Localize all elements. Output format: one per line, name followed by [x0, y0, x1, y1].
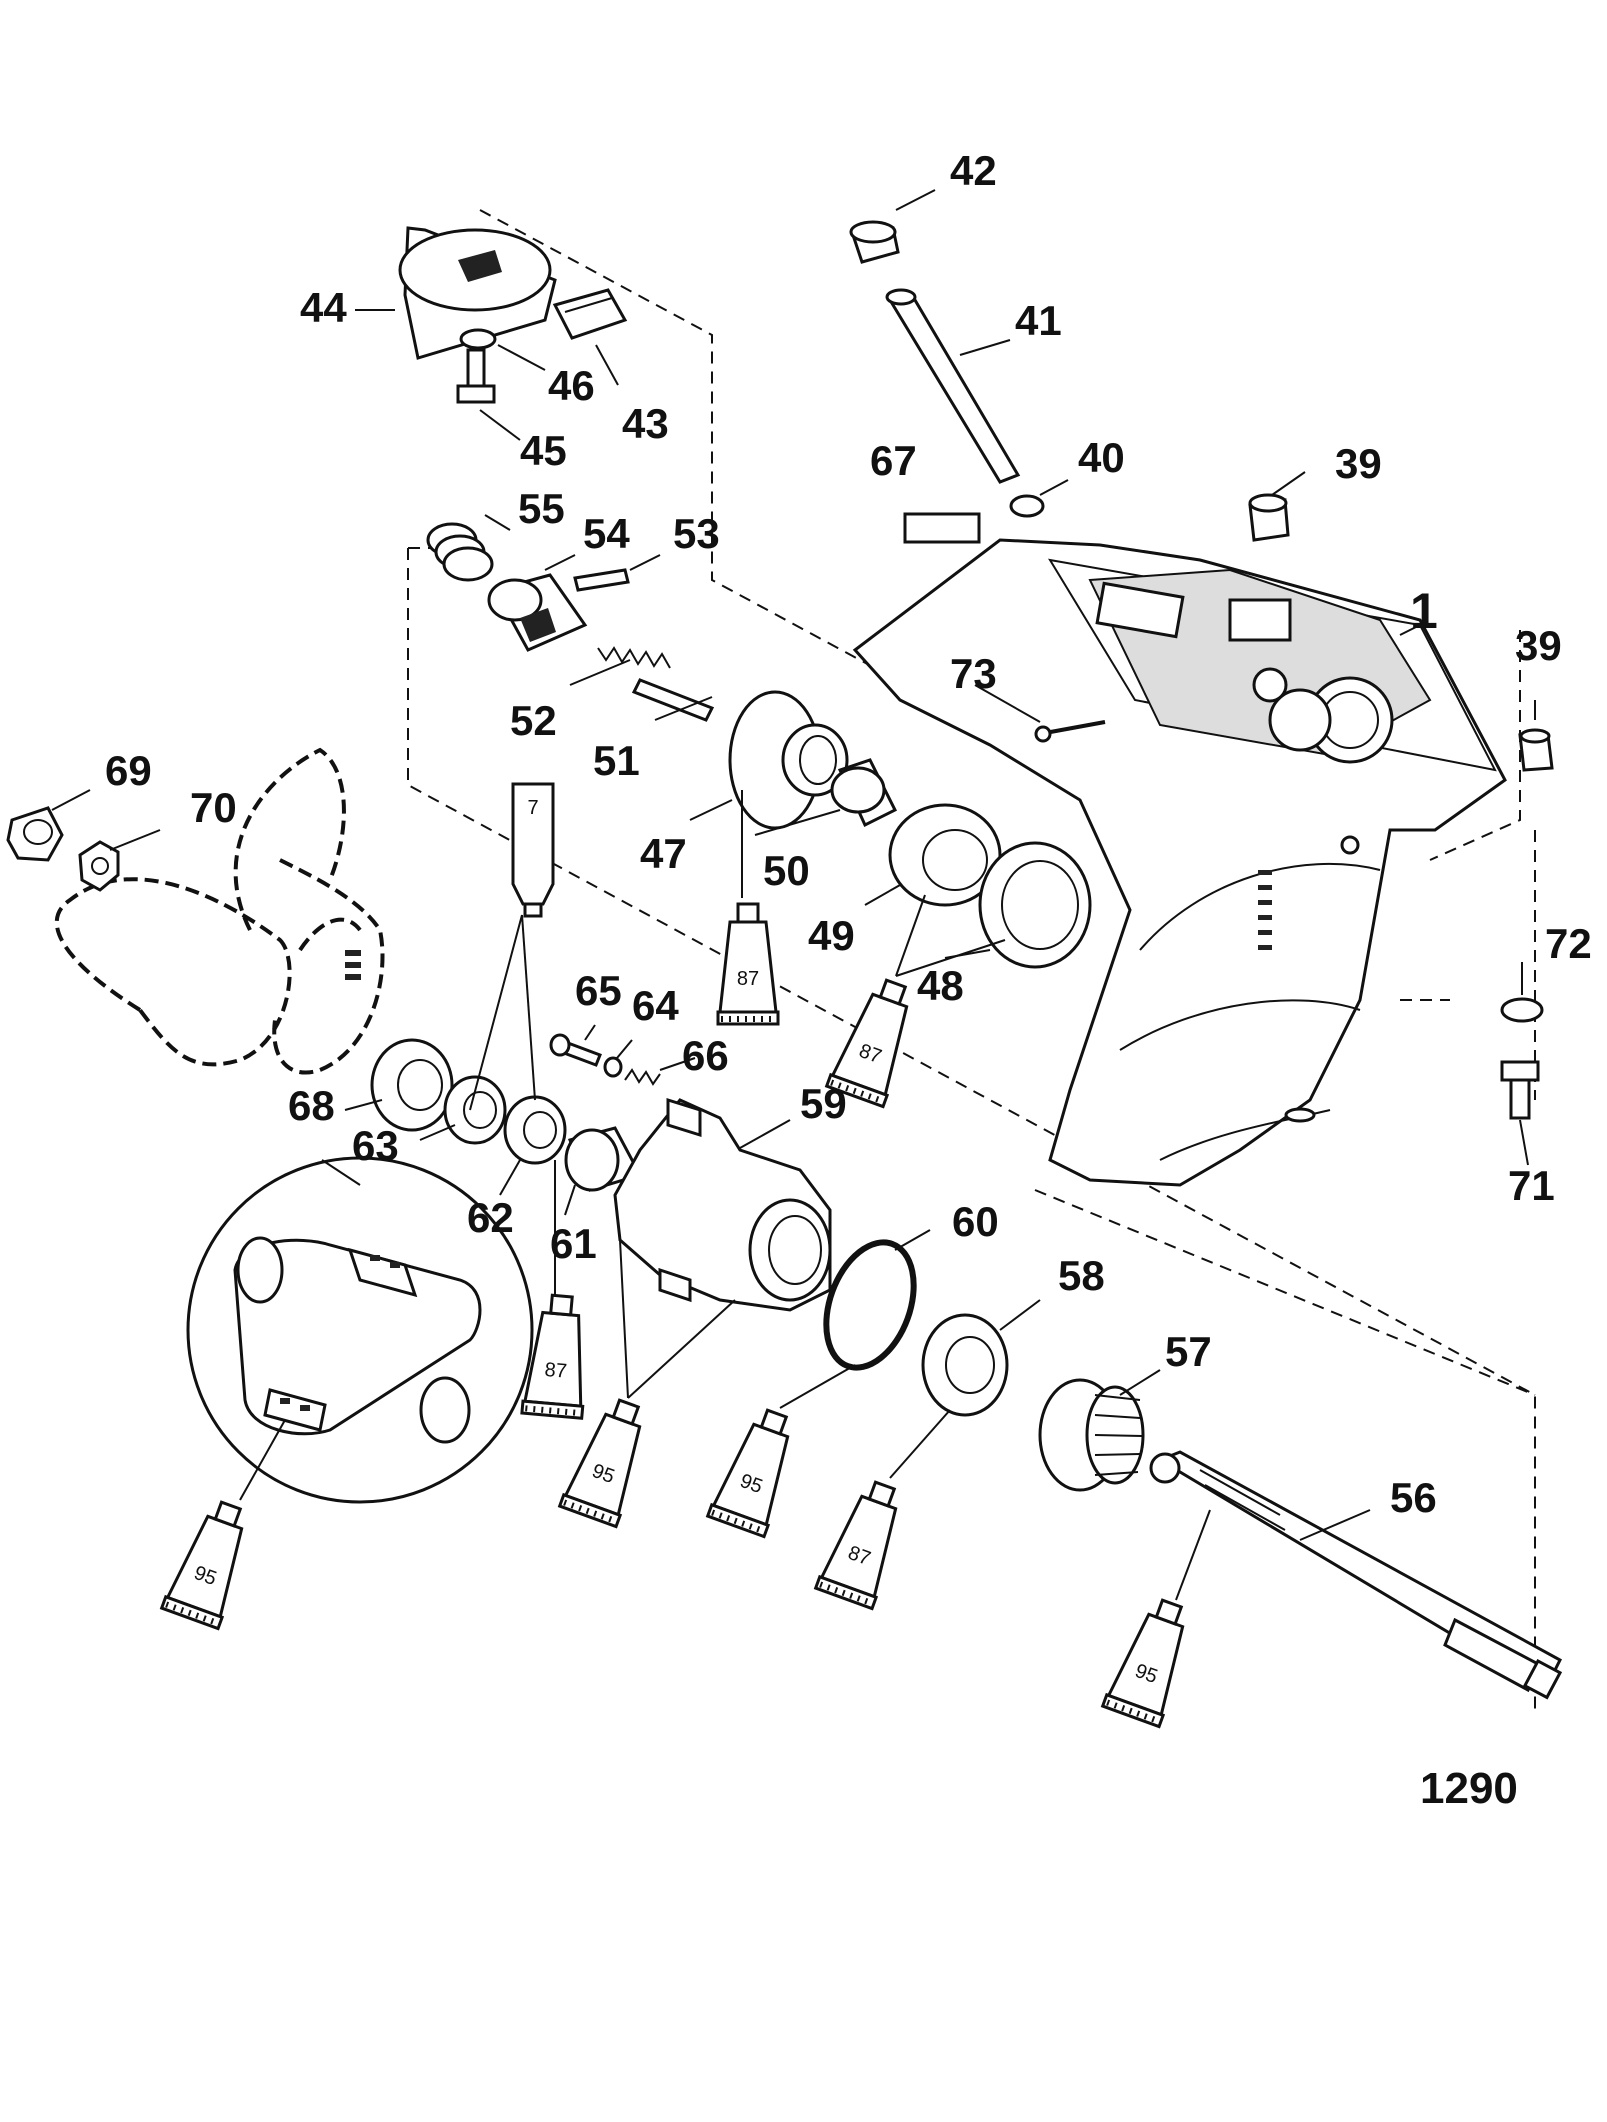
- gear-housing: [852, 538, 1507, 1187]
- callout-53: 53: [673, 510, 720, 557]
- callout-55: 55: [518, 485, 565, 532]
- propeller-outline: [54, 747, 385, 1075]
- nut-39-top: [1248, 493, 1290, 542]
- callout-73: 73: [950, 650, 997, 697]
- bearing-61: [564, 1126, 643, 1192]
- figure-number: 1290: [1420, 1764, 1518, 1813]
- callout-62: 62: [467, 1194, 514, 1241]
- callout-72: 72: [1545, 920, 1592, 967]
- ball-bearing-58: [921, 1313, 1009, 1417]
- tab-washer-70: [78, 840, 120, 892]
- lubricant-tube-7: 7: [511, 782, 555, 918]
- inset-detail-circle: [186, 1156, 534, 1504]
- spring-52: [597, 646, 671, 669]
- callout-50: 50: [763, 847, 810, 894]
- callout-39-top: 39: [1335, 440, 1382, 487]
- callout-40: 40: [1078, 434, 1125, 481]
- callout-57: 57: [1165, 1328, 1212, 1375]
- callout-60: 60: [952, 1198, 999, 1245]
- spring-55: [426, 522, 494, 582]
- lubricant-tube-95-c: 95: [160, 1493, 261, 1631]
- lubricant-tube-87-a: 87: [716, 902, 780, 1026]
- callout-71: 71: [1508, 1162, 1555, 1209]
- callout-52: 52: [510, 697, 557, 744]
- tube-label-87-a: 87: [737, 968, 759, 990]
- callout-64: 64: [632, 982, 679, 1029]
- callout-45: 45: [520, 427, 567, 474]
- reverse-gear-47: [728, 690, 849, 830]
- callout-58: 58: [1058, 1252, 1105, 1299]
- bearing-cone-49: [888, 803, 1002, 907]
- water-intake-slots: [1258, 870, 1272, 950]
- callout-54: 54: [583, 510, 630, 557]
- clutch-54: [487, 573, 588, 652]
- tube-label-7: 7: [527, 797, 538, 819]
- callout-44: 44: [300, 284, 347, 331]
- washer-64: [603, 1056, 623, 1078]
- callout-70: 70: [190, 784, 237, 831]
- callout-46: 46: [548, 362, 595, 409]
- propeller-spline-marks: [345, 950, 361, 980]
- callout-49: 49: [808, 912, 855, 959]
- lubricant-tube-87-c: 87: [520, 1291, 594, 1420]
- lubricant-tube-95-d: 95: [1101, 1591, 1202, 1729]
- needle-rollers-top: [347, 1247, 418, 1298]
- lubricant-tube-87-b: 87: [825, 971, 926, 1109]
- seal-68: [370, 1038, 454, 1132]
- bolt-71: [1500, 1060, 1540, 1120]
- callout-42: 42: [950, 147, 997, 194]
- spring-66: [624, 1068, 661, 1086]
- callout-51: 51: [593, 737, 640, 784]
- needle-rollers-bottom: [263, 1388, 327, 1432]
- callout-68: 68: [288, 1082, 335, 1129]
- decal-67: [903, 512, 981, 544]
- seal-40: [1009, 494, 1045, 518]
- callout-39-right: 39: [1515, 622, 1562, 669]
- bolt-45: [456, 348, 496, 404]
- washer-46: [459, 328, 497, 350]
- screw-73: [1034, 720, 1106, 743]
- callout-59: 59: [800, 1080, 847, 1127]
- grommet-42: [849, 220, 900, 264]
- bearing-63: [443, 1075, 507, 1145]
- callout-1: 1: [1410, 583, 1438, 639]
- callout-69: 69: [105, 747, 152, 794]
- leader-lines: [51, 189, 1536, 1601]
- trim-tab-44: [398, 226, 557, 360]
- callout-43: 43: [622, 400, 669, 447]
- lubricant-tube-95-a: 95: [558, 1391, 659, 1529]
- bracket-43: [552, 288, 628, 340]
- callout-48: 48: [917, 962, 964, 1009]
- callout-56: 56: [1390, 1474, 1437, 1521]
- o-ring-60: [823, 1239, 917, 1371]
- nut-39-right: [1518, 728, 1554, 772]
- tube-label-87-c: 87: [544, 1359, 568, 1383]
- callout-63: 63: [352, 1122, 399, 1169]
- assembly-guide-lines: [407, 209, 1536, 1715]
- callout-67: 67: [870, 437, 917, 484]
- bearing-carrier-59: [613, 1097, 832, 1312]
- lubricant-tube-95-b: 95: [706, 1401, 807, 1539]
- callout-65: 65: [575, 967, 622, 1014]
- forward-gear-57: [1038, 1378, 1145, 1492]
- bearing-50: [830, 758, 898, 828]
- washer-72: [1500, 997, 1544, 1023]
- bearing-cup-48: [978, 841, 1092, 969]
- callout-66: 66: [682, 1032, 729, 1079]
- callout-61: 61: [550, 1220, 597, 1267]
- callout-41: 41: [1015, 297, 1062, 344]
- lubricant-tube-87-d: 87: [814, 1473, 915, 1611]
- bearing-62: [503, 1095, 567, 1165]
- propeller-shaft-56: [1149, 1450, 1563, 1700]
- bolt-65: [549, 1033, 602, 1067]
- nut-69: [6, 806, 64, 862]
- shaft-51: [631, 678, 715, 722]
- water-tube-41: [885, 288, 1021, 484]
- callout-47: 47: [640, 830, 687, 877]
- callout-numbers: 1 39 39 40 41 42 43 44 45 46 47 48 49 50…: [105, 147, 1592, 1521]
- pin-53: [573, 568, 630, 592]
